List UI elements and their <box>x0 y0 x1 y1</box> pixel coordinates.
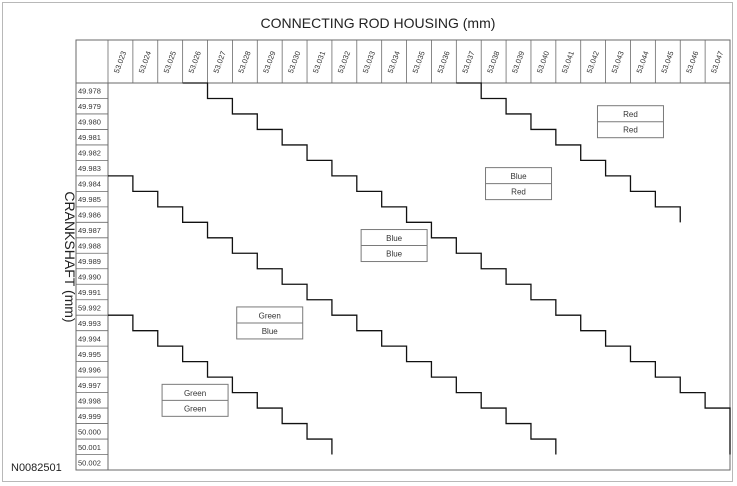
column-label: 53.029 <box>261 50 277 75</box>
column-label: 53.038 <box>485 50 501 75</box>
row-label: 49.988 <box>78 242 101 251</box>
column-label: 53.026 <box>187 50 203 75</box>
row-label: 50.001 <box>78 443 101 452</box>
figure-id: N0082501 <box>11 462 62 474</box>
row-label: 49.997 <box>78 381 101 390</box>
row-label: 49.978 <box>78 87 101 96</box>
column-label: 53.037 <box>460 50 476 75</box>
row-label: 49.999 <box>78 412 101 421</box>
zone-crank-grade: Blue <box>262 327 279 336</box>
diagram-frame: CONNECTING ROD HOUSING (mm) CRANKSHAFT (… <box>2 2 733 482</box>
zone-rod-grade: Green <box>259 311 281 320</box>
column-labels: 53.023 53.024 53.025 53.026 53.027 53.028 53.0… <box>112 50 725 75</box>
zone-crank-grade: Green <box>184 404 206 413</box>
column-label: 53.025 <box>162 50 178 75</box>
column-label: 53.035 <box>410 50 426 75</box>
bearing-selection-chart: CONNECTING ROD HOUSING (mm) CRANKSHAFT (… <box>11 15 731 474</box>
row-label: 49.996 <box>78 365 101 374</box>
zone-rod-grade: Blue <box>511 172 528 181</box>
row-label: 49.981 <box>78 133 101 142</box>
column-label: 53.024 <box>137 50 153 75</box>
column-label: 53.040 <box>535 50 551 75</box>
row-label: 49.990 <box>78 273 101 282</box>
column-label: 53.028 <box>236 50 252 75</box>
column-label: 53.041 <box>560 50 576 75</box>
row-label: 59.992 <box>78 303 101 312</box>
row-label: 49.987 <box>78 226 101 235</box>
chart-title: CONNECTING ROD HOUSING (mm) <box>261 15 496 31</box>
row-label: 49.989 <box>78 257 101 266</box>
row-label: 49.991 <box>78 288 101 297</box>
row-label: 49.985 <box>78 195 101 204</box>
column-label: 53.023 <box>112 50 128 75</box>
row-label: 49.993 <box>78 319 101 328</box>
column-label: 53.043 <box>610 50 626 75</box>
row-label: 49.979 <box>78 102 101 111</box>
grid <box>75 39 731 471</box>
y-axis-label: CRANKSHAFT (mm) <box>62 191 78 322</box>
column-label: 53.027 <box>211 50 227 75</box>
boundary-line <box>456 82 681 223</box>
column-label: 53.044 <box>634 50 650 75</box>
zone-rod-grade: Red <box>623 110 638 119</box>
row-label: 49.998 <box>78 396 101 405</box>
column-label: 53.047 <box>709 50 725 75</box>
row-label: 49.983 <box>78 164 101 173</box>
zone-crank-grade: Red <box>511 188 526 197</box>
row-label: 50.000 <box>78 427 101 436</box>
zone-crank-grade: Blue <box>386 250 403 259</box>
column-label: 53.039 <box>510 50 526 75</box>
row-label: 49.982 <box>78 149 101 158</box>
column-label: 53.036 <box>435 50 451 75</box>
row-label: 50.002 <box>78 458 101 467</box>
boundary-line <box>108 314 333 455</box>
column-label: 53.034 <box>386 50 402 75</box>
row-label: 49.995 <box>78 350 101 359</box>
plot-area-outline <box>107 82 731 471</box>
row-label: 49.994 <box>78 334 101 343</box>
row-label: 49.984 <box>78 180 101 189</box>
row-label: 49.986 <box>78 211 101 220</box>
zone-crank-grade: Red <box>623 126 638 135</box>
boundary-line <box>182 82 731 455</box>
boundary-lines <box>108 82 731 455</box>
column-label: 53.046 <box>684 50 700 75</box>
column-label: 53.031 <box>311 50 327 75</box>
row-label: 49.980 <box>78 118 101 127</box>
zone-rod-grade: Green <box>184 389 206 398</box>
column-label: 53.033 <box>361 50 377 75</box>
column-label: 53.030 <box>286 50 302 75</box>
boundary-line <box>108 175 557 455</box>
column-label: 53.042 <box>585 50 601 75</box>
column-label: 53.045 <box>659 50 675 75</box>
column-label: 53.032 <box>336 50 352 75</box>
row-labels: 49.978 49.979 49.980 49.981 49.982 49.983 49.9… <box>78 87 101 468</box>
zone-rod-grade: Blue <box>386 234 403 243</box>
